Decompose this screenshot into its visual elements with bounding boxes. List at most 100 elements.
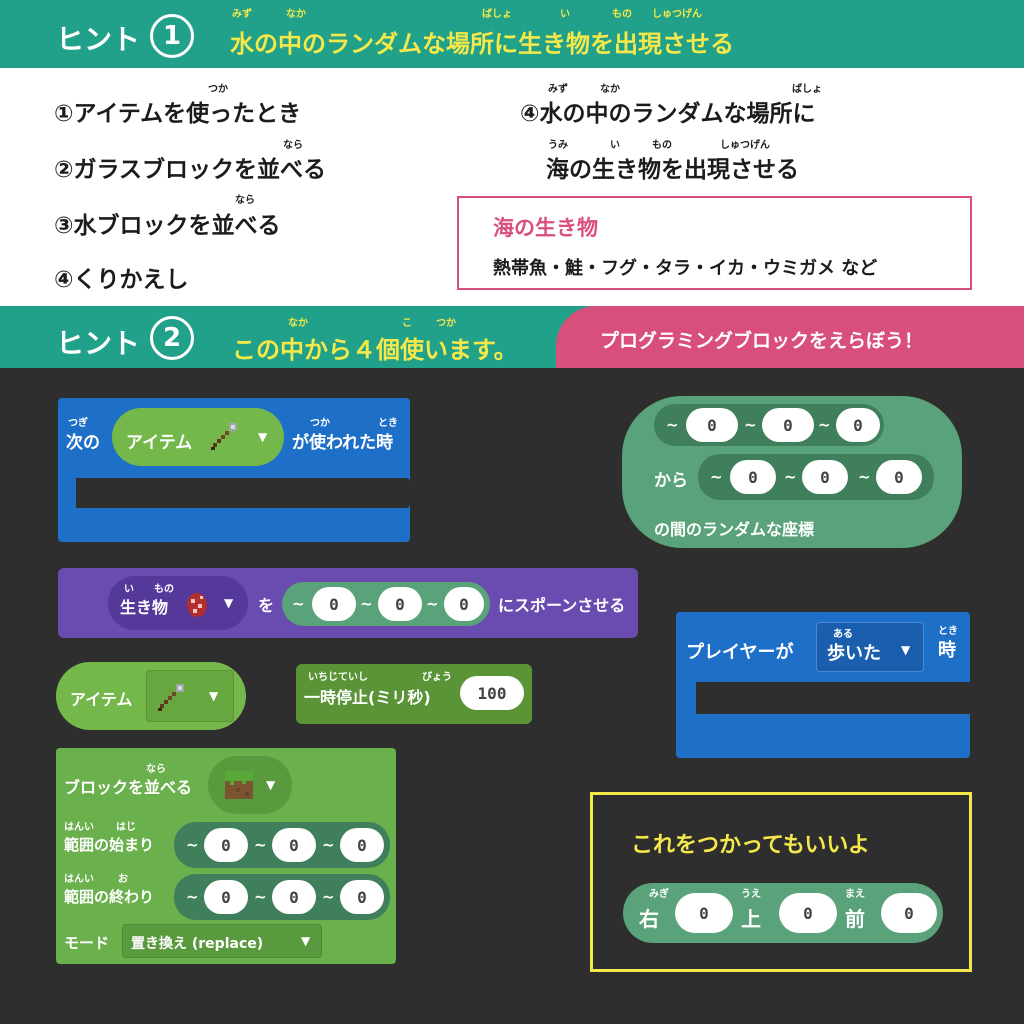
start-z[interactable]: 0: [340, 828, 384, 862]
hint1-ruby: ばしょ: [482, 9, 512, 20]
on-item-used-block[interactable]: つぎ 次の アイテム ▼ つか とき が使われた時: [58, 398, 410, 542]
forward-input[interactable]: 0: [881, 893, 937, 933]
start-y[interactable]: 0: [272, 828, 316, 862]
choose-blocks-tab: プログラミングブロックをえらぼう！: [556, 306, 1024, 368]
pause-label: 一時停止(ミリ秒): [304, 688, 431, 707]
step-4: ④くりかえし: [54, 267, 189, 293]
item-dropdown-label: アイテム: [126, 433, 193, 453]
pos-to-z[interactable]: 0: [876, 460, 922, 494]
statement-slot: [696, 682, 970, 714]
end-y[interactable]: 0: [272, 880, 316, 914]
hint1-word: ヒント: [56, 23, 141, 56]
end-z[interactable]: 0: [340, 880, 384, 914]
player-walked-block[interactable]: プレイヤーが ある 歩いた ▼ とき 時: [676, 612, 970, 758]
step-3: ③水ブロックを並べる: [54, 213, 281, 239]
pos-to-y[interactable]: 0: [802, 460, 848, 494]
hint1-ruby: なか: [286, 9, 306, 20]
end-x[interactable]: 0: [204, 880, 248, 914]
sea-creatures-box: 海の生き物 熱帯魚・鮭・フグ・タラ・イカ・ウミガメ など: [457, 196, 972, 290]
wo-label: を: [258, 596, 275, 615]
step5b-ruby: い: [610, 140, 620, 151]
hint1-ruby: しゅつげん: [652, 9, 702, 20]
mode-dropdown[interactable]: 置き換え (replace) ▼: [122, 924, 322, 958]
tilde: ~: [186, 836, 199, 854]
tilde: ~: [666, 416, 679, 434]
chevron-down-icon: ▼: [224, 596, 234, 610]
chevron-down-icon: ▼: [258, 430, 268, 444]
random-position-block[interactable]: ~ 0 ~ 0 ~ 0 から ~ 0 ~ 0 ~ 0 の間のランダムな座標: [622, 396, 962, 548]
walk-value: 歩いた: [827, 643, 881, 664]
item-reporter-dropdown[interactable]: ▼: [146, 670, 234, 722]
end-ruby: お: [118, 874, 128, 885]
chevron-down-icon: ▼: [209, 689, 219, 703]
pos-from-y[interactable]: 0: [762, 408, 814, 442]
optional-title: これをつかってもいいよ: [631, 833, 870, 858]
creature-ruby: もの: [154, 584, 174, 595]
spawn-mob-block[interactable]: い もの 生き物 ▼ を ~ 0 ~ 0 ~ 0 にスポーンさせる: [58, 568, 638, 638]
step-5a: ④水の中のランダムな場所に: [520, 101, 816, 127]
relative-position-block[interactable]: みぎ 右 0 うえ 上 0 まえ 前 0: [623, 883, 943, 943]
right-input[interactable]: 0: [675, 893, 733, 933]
tilde: ~: [322, 836, 335, 854]
hint1-ruby: い: [560, 9, 570, 20]
pause-ms-input[interactable]: 100: [460, 676, 524, 710]
statement-slot: [76, 478, 410, 508]
range-start[interactable]: ~ 0 ~ 0 ~ 0: [174, 822, 390, 868]
player-label: プレイヤーが: [686, 642, 794, 663]
range-end[interactable]: ~ 0 ~ 0 ~ 0: [174, 874, 390, 920]
step5b-ruby: もの: [652, 140, 672, 151]
step5b-ruby: うみ: [548, 140, 568, 151]
position-to[interactable]: ~ 0 ~ 0 ~ 0: [698, 454, 934, 500]
creature-dropdown[interactable]: い もの 生き物 ▼: [108, 576, 248, 630]
step1-ruby: つか: [208, 84, 228, 95]
right-ruby: みぎ: [649, 889, 669, 900]
step5a-ruby: ばしょ: [792, 84, 822, 95]
block-type-dropdown[interactable]: ▼: [208, 756, 292, 814]
optional-block-box: これをつかってもいいよ みぎ 右 0 うえ 上 0 まえ 前 0: [590, 792, 972, 972]
when-label: 時: [938, 640, 956, 661]
walk-dropdown[interactable]: ある 歩いた ▼: [816, 622, 924, 672]
hint1-ruby: もの: [612, 9, 632, 20]
pos-from-x[interactable]: 0: [686, 408, 738, 442]
step3-ruby: なら: [235, 195, 255, 206]
step-2: ②ガラスブロックを並べる: [54, 157, 327, 183]
position-from[interactable]: ~ 0 ~ 0 ~ 0: [654, 404, 884, 446]
tilde: ~: [744, 416, 757, 434]
start-x[interactable]: 0: [204, 828, 248, 862]
fill-blocks-block[interactable]: なら ブロックを並べる ▼ はんい はじ 範囲の始まり ~ 0 ~ 0 ~ 0 …: [56, 748, 396, 964]
tilde: ~: [322, 888, 335, 906]
spawn-position[interactable]: ~ 0 ~ 0 ~ 0: [282, 582, 490, 626]
range-end-label: 範囲の終わり: [64, 888, 155, 906]
step5a-ruby: なか: [600, 84, 620, 95]
grass-block-icon: [222, 768, 256, 802]
item-dropdown[interactable]: アイテム ▼: [112, 408, 284, 466]
hint2-ruby: なか: [288, 318, 308, 329]
pos-to-x[interactable]: 0: [730, 460, 776, 494]
step5b-ruby: しゅつげん: [720, 140, 770, 151]
spawn-x[interactable]: 0: [312, 587, 356, 621]
end-ruby: はんい: [64, 874, 94, 885]
sea-creatures-title: 海の生き物: [493, 216, 598, 240]
spawn-y[interactable]: 0: [378, 587, 422, 621]
chevron-down-icon: ▼: [266, 778, 276, 792]
tilde: ~: [818, 416, 831, 434]
hint1-ruby: みず: [232, 9, 252, 20]
spawn-z[interactable]: 0: [444, 587, 484, 621]
item-reporter-block[interactable]: アイテム ▼: [56, 662, 246, 730]
sea-creatures-list: 熱帯魚・鮭・フグ・タラ・イカ・ウミガメ など: [493, 258, 878, 279]
pause-ruby: びょう: [422, 672, 452, 683]
choose-blocks-label: プログラミングブロックをえらぼう！: [600, 330, 924, 352]
forward-ruby: まえ: [845, 889, 865, 900]
pause-ruby: いちじていし: [308, 672, 368, 683]
range-start-label: 範囲の始まり: [64, 836, 155, 854]
fill-label: ブロックを並べる: [64, 778, 193, 797]
tilde: ~: [186, 888, 199, 906]
pause-block[interactable]: いちじていし びょう 一時停止(ミリ秒) 100: [296, 664, 532, 724]
pos-from-z[interactable]: 0: [836, 408, 880, 442]
hint2-ruby: つか: [436, 318, 456, 329]
tilde: ~: [254, 836, 267, 854]
spawn-egg-icon: [184, 590, 210, 618]
when-ruby: とき: [938, 626, 958, 637]
up-input[interactable]: 0: [779, 893, 837, 933]
mode-value: 置き換え (replace): [131, 936, 264, 952]
